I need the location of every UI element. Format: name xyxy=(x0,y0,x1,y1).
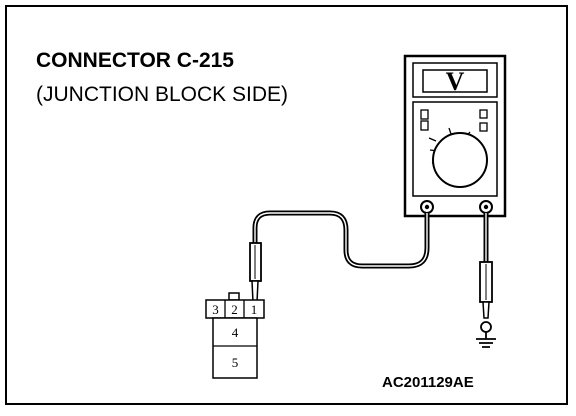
switch-icon xyxy=(420,109,429,120)
connector-lock-tab xyxy=(228,292,240,301)
com-jack-hole xyxy=(424,204,430,210)
ground-probe-tip xyxy=(482,301,490,319)
v-jack-hole xyxy=(483,204,489,210)
switch-icon xyxy=(479,122,488,132)
frame-border xyxy=(5,5,568,405)
rotary-dial-icon xyxy=(432,132,488,188)
cavity-4-label: 4 xyxy=(232,325,239,340)
negative-test-lead xyxy=(476,213,496,348)
lead-wire-outer xyxy=(252,210,430,269)
meter-display-text: V xyxy=(446,67,465,96)
ground-symbol-icon xyxy=(476,332,496,348)
connector-title: CONNECTOR C-215 xyxy=(36,49,234,72)
meter-display xyxy=(422,69,488,93)
ground-clip-icon xyxy=(480,321,492,333)
connector-housing xyxy=(212,317,258,379)
pin-3-label: 3 xyxy=(212,302,219,317)
cavity-5-label: 5 xyxy=(232,355,239,370)
figure-code: AC201129AE xyxy=(382,374,474,391)
connector-c215: 3 2 1 4 5 xyxy=(205,292,265,379)
lead-wire-highlight xyxy=(254,212,428,267)
connector-subtitle: (JUNCTION BLOCK SIDE) xyxy=(36,83,288,106)
multimeter: V xyxy=(403,54,507,218)
pin-1-label: 1 xyxy=(251,302,258,317)
pin-2-label: 2 xyxy=(231,302,238,317)
positive-test-lead xyxy=(249,210,430,303)
probe-tip xyxy=(251,280,259,303)
switch-icon xyxy=(420,120,429,131)
switch-icon xyxy=(479,109,488,119)
